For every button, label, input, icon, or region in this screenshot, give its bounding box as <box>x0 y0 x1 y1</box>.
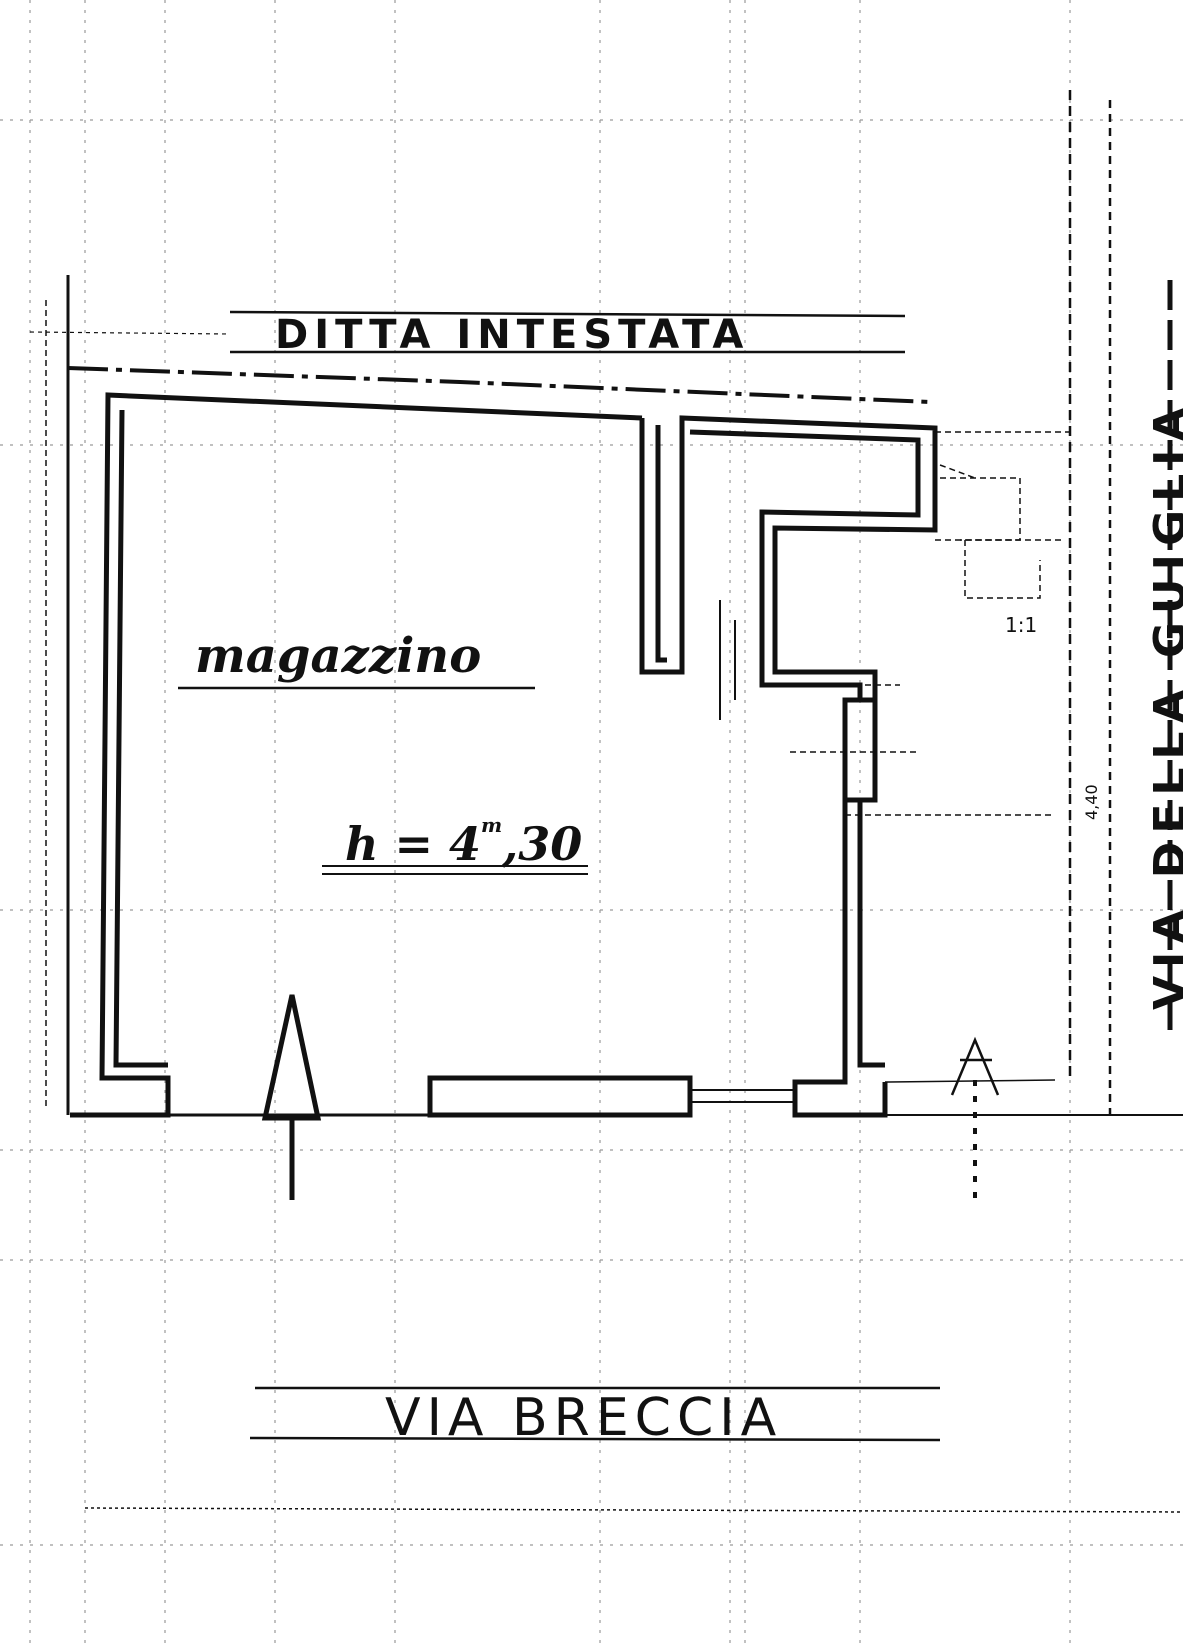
right-street-label: VIA DELLA GUIGLIA <box>1145 399 1183 1010</box>
bottom-wall <box>168 1075 1183 1118</box>
room-height-suffix: ,30 <box>501 817 582 871</box>
small-label: 1:1 <box>1005 613 1037 637</box>
room-walls <box>70 392 938 1118</box>
property-boundary-line <box>67 366 931 404</box>
room-height: h = 4m,30 <box>345 813 582 871</box>
right-marks <box>950 1036 1000 1096</box>
street-dotted-line <box>84 1507 1183 1513</box>
room-height-unit: m <box>481 813 502 837</box>
left-boundary <box>45 275 70 1115</box>
street-label-rule-bottom <box>249 1436 941 1442</box>
room-height-underline <box>322 865 588 875</box>
entrance-arrow-icon <box>261 994 322 1200</box>
door-dimension-ticks <box>719 600 736 720</box>
right-appendix-sketch <box>790 431 1070 816</box>
top-label-rules <box>29 310 906 354</box>
room-name: magazzino <box>195 628 481 684</box>
dimension-label: 4,40 <box>1082 784 1101 820</box>
right-boundary-lines <box>973 90 1183 1200</box>
top-label: DITTA INTESTATA <box>275 312 749 358</box>
room-height-prefix: h = 4 <box>345 817 481 871</box>
